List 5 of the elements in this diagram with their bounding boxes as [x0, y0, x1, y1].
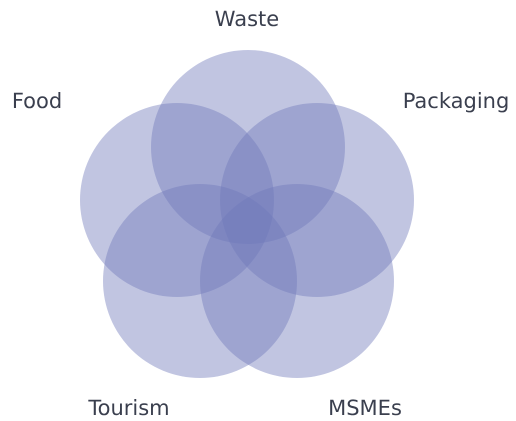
set-label: Waste [214, 7, 280, 31]
set-label: Tourism [88, 396, 170, 420]
set-label: Packaging [402, 89, 510, 113]
set-label: Food [12, 89, 62, 113]
set-label: MSMEs [328, 396, 402, 420]
